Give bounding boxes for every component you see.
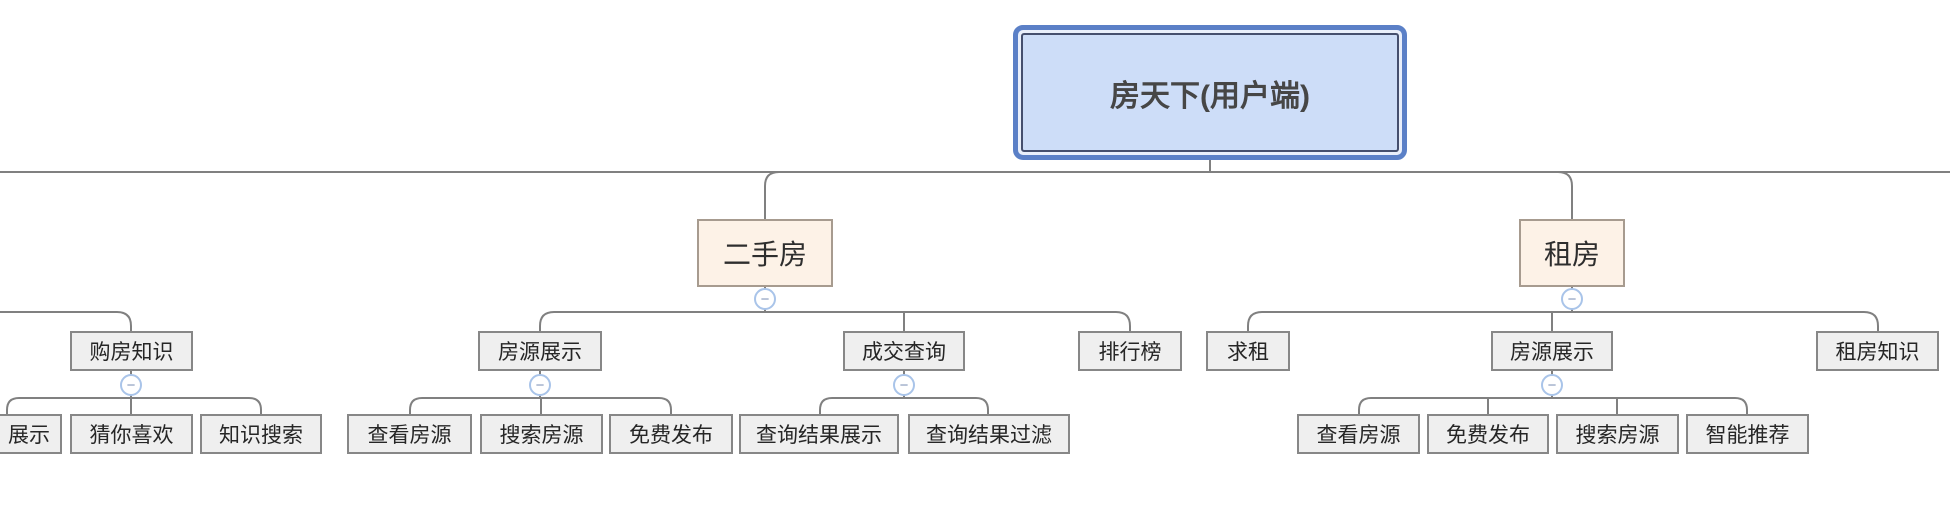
fangyuanzhanshi2-children-line xyxy=(1358,397,1748,414)
node-chaxunjieguozhanshi[interactable]: 查询结果展示 xyxy=(739,414,899,454)
node-fangyuanzhanshi-zufang[interactable]: 房源展示 xyxy=(1491,331,1613,371)
collapse-icon-fangyuanzhanshi-zufang[interactable]: − xyxy=(1541,374,1563,396)
node-label: 智能推荐 xyxy=(1705,424,1790,447)
node-root[interactable]: 房天下(用户端) xyxy=(1013,25,1407,160)
collapse-icon-fangyuanzhanshi-ershoufang[interactable]: − xyxy=(529,374,551,396)
node-zhishisousuo[interactable]: 知识搜索 xyxy=(200,414,322,454)
node-label: 租房知识 xyxy=(1835,341,1920,364)
node-label: 查看房源 xyxy=(367,424,452,447)
node-chakanfangyuan-ershoufang[interactable]: 查看房源 xyxy=(347,414,472,454)
drop-line-zufang xyxy=(1557,171,1573,219)
node-label: 搜索房源 xyxy=(499,424,584,447)
node-label: 成交查询 xyxy=(862,341,946,364)
node-sousuofangyuan-ershoufang[interactable]: 搜索房源 xyxy=(480,414,603,454)
node-zhanshi-partial[interactable]: 展示 xyxy=(0,414,62,454)
node-label: 租房 xyxy=(1543,239,1600,270)
collapse-icon-zufang[interactable]: − xyxy=(1561,288,1583,310)
zufang-children-line xyxy=(1247,311,1879,331)
node-cainixihuan[interactable]: 猜你喜欢 xyxy=(70,414,193,454)
node-chakanfangyuan-zufang[interactable]: 查看房源 xyxy=(1297,414,1420,454)
node-label: 房源展示 xyxy=(1510,341,1594,364)
node-label: 排行榜 xyxy=(1098,341,1162,364)
node-label: 知识搜索 xyxy=(219,424,303,447)
drop-line-ershoufang xyxy=(764,171,780,219)
node-label: 求租 xyxy=(1227,341,1269,364)
collapse-icon-chengjiaochaxun[interactable]: − xyxy=(893,374,915,396)
goufangzhishi-children-line xyxy=(6,397,262,414)
node-zufang[interactable]: 租房 xyxy=(1519,219,1625,287)
node-label: 房源展示 xyxy=(498,341,582,364)
node-label: 查看房源 xyxy=(1316,424,1401,447)
minus-glyph: − xyxy=(1567,290,1577,308)
minus-glyph: − xyxy=(126,376,136,394)
node-ershoufang[interactable]: 二手房 xyxy=(697,219,833,287)
node-mianfeifabu-ershoufang[interactable]: 免费发布 xyxy=(609,414,733,454)
node-paihangbang[interactable]: 排行榜 xyxy=(1078,331,1182,371)
node-root-box: 房天下(用户端) xyxy=(1021,33,1399,152)
node-label: 二手房 xyxy=(722,239,807,270)
node-label: 免费发布 xyxy=(1446,424,1530,447)
collapse-icon-goufangzhishi[interactable]: − xyxy=(120,374,142,396)
node-chaxunjieguoguolv[interactable]: 查询结果过滤 xyxy=(908,414,1070,454)
node-label: 查询结果过滤 xyxy=(926,424,1052,447)
minus-glyph: − xyxy=(899,376,909,394)
offscreen-parent-line xyxy=(0,311,132,331)
node-zufangzhishi[interactable]: 租房知识 xyxy=(1816,331,1939,371)
minus-glyph: − xyxy=(1547,376,1557,394)
node-label: 搜索房源 xyxy=(1575,424,1660,447)
node-label: 展示 xyxy=(8,424,50,447)
node-qiuzu[interactable]: 求租 xyxy=(1206,331,1290,371)
ershoufang-children-line xyxy=(539,311,1131,331)
minus-glyph: − xyxy=(760,290,770,308)
node-label: 购房知识 xyxy=(89,341,174,364)
node-fangyuanzhanshi-ershoufang[interactable]: 房源展示 xyxy=(478,331,602,371)
node-zhinengtuijian[interactable]: 智能推荐 xyxy=(1686,414,1809,454)
node-label: 查询结果展示 xyxy=(756,424,882,447)
node-chengjiaochaxun[interactable]: 成交查询 xyxy=(843,331,965,371)
node-mianfeifabu-zufang[interactable]: 免费发布 xyxy=(1427,414,1549,454)
node-label: 猜你喜欢 xyxy=(89,424,174,447)
chengjiaochaxun-children-line xyxy=(819,397,989,414)
minus-glyph: − xyxy=(535,376,545,394)
node-sousuofangyuan-zufang[interactable]: 搜索房源 xyxy=(1556,414,1679,454)
node-root-label: 房天下(用户端) xyxy=(1110,79,1310,113)
node-label: 免费发布 xyxy=(629,424,713,447)
collapse-icon-ershoufang[interactable]: − xyxy=(754,288,776,310)
node-goufangzhishi[interactable]: 购房知识 xyxy=(70,331,193,371)
